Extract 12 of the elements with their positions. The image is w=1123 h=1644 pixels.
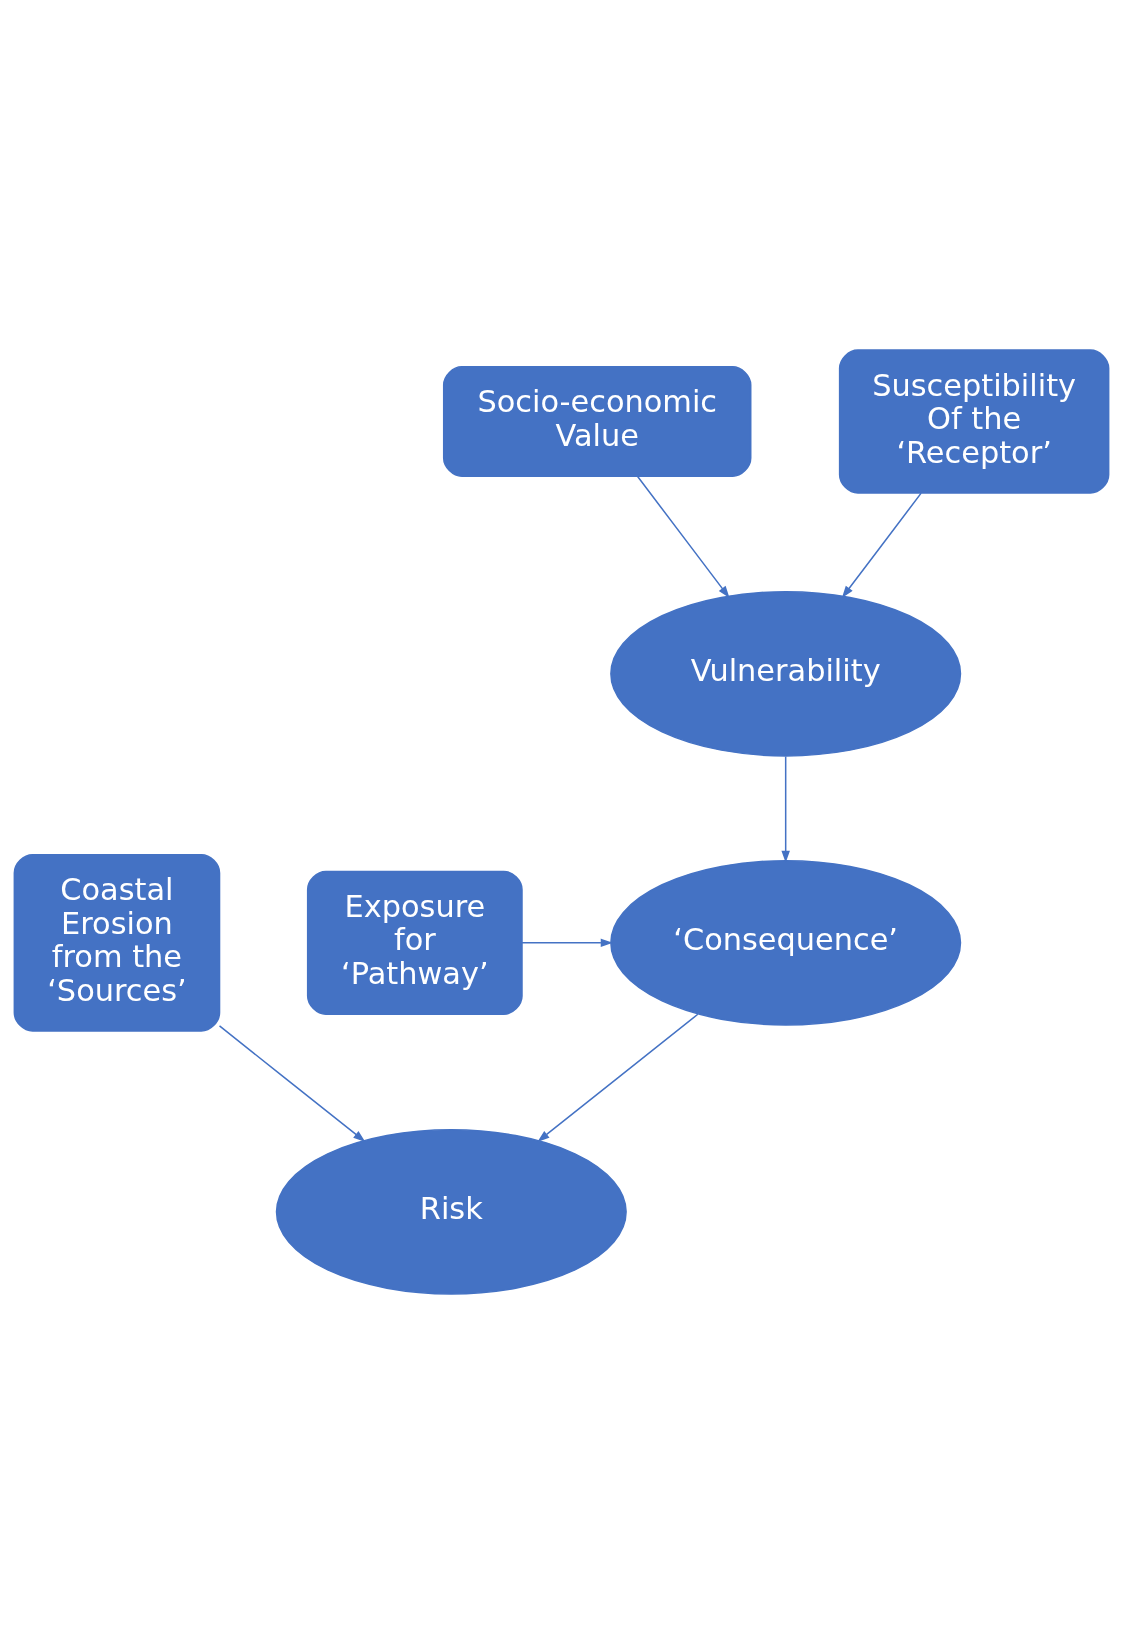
arrow [521,938,613,948]
node-box: Exposure for ‘Pathway’ [306,870,523,1015]
arrow [218,1025,366,1142]
node-box: Susceptibility Of the ‘Receptor’ [838,349,1110,494]
arrow [636,475,730,599]
arrow [841,492,922,598]
node-box: Socio-economic Value [442,366,752,477]
arrow [781,755,790,863]
arrow [537,1013,699,1142]
node-ellipse: ‘Consequence’ [610,860,962,1026]
node-ellipse: Vulnerability [610,591,962,757]
node-box: Coastal Erosion from the ‘Sources’ [13,853,221,1032]
